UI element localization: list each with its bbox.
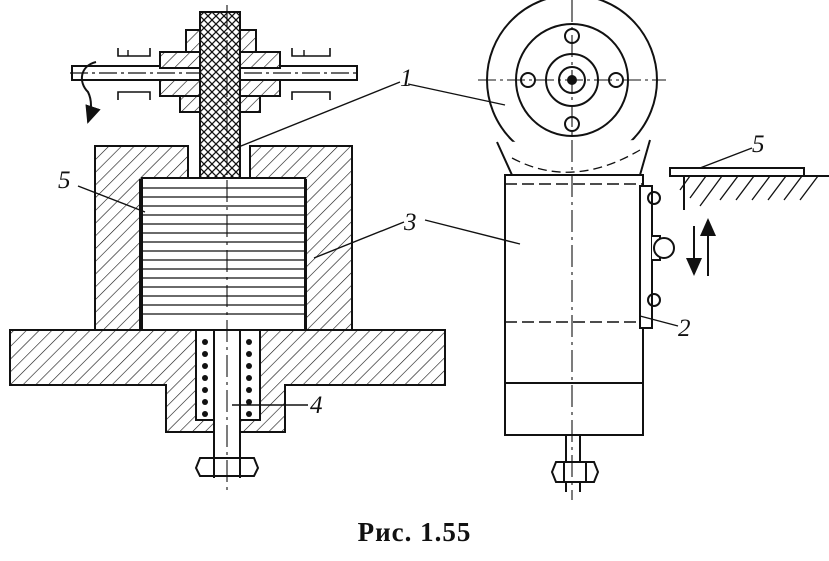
label-2: 2 — [678, 315, 691, 342]
figure-caption: Рис. 1.55 — [357, 517, 472, 547]
left-section-view — [9, 5, 446, 490]
lower-rod — [194, 420, 260, 478]
label-4: 4 — [310, 392, 323, 419]
contact-plate — [669, 167, 829, 210]
side-bracket — [639, 185, 675, 329]
bottom-stem — [550, 435, 600, 492]
rotation-arrow — [80, 61, 101, 124]
insulated-rod — [199, 11, 241, 179]
spring — [195, 329, 261, 471]
body — [504, 174, 644, 436]
laminated-core — [141, 177, 306, 331]
label-5-left: 5 — [58, 167, 71, 194]
right-side-view — [407, 0, 829, 500]
label-5-right: 5 — [752, 131, 765, 158]
label-1: 1 — [400, 65, 413, 92]
label-3: 3 — [403, 209, 417, 236]
